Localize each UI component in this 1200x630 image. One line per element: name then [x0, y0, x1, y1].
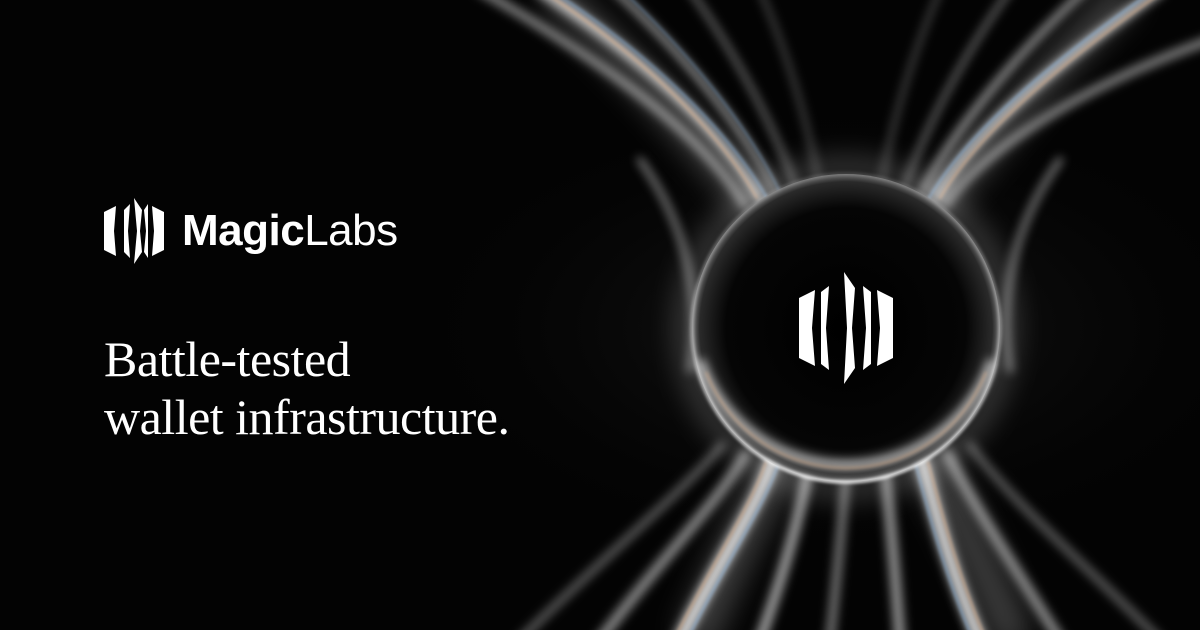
magic-labs-logo-icon	[104, 198, 164, 264]
brand-name-bold: Magic	[182, 206, 305, 255]
brand-lockup: MagicLabs	[104, 198, 398, 264]
headline-line-1: Battle-tested	[104, 331, 351, 387]
brand-name-light: Labs	[304, 206, 398, 255]
headline-line-2: wallet infrastructure.	[104, 389, 510, 445]
headline: Battle-tested wallet infrastructure.	[104, 330, 510, 446]
magic-labs-logo-icon	[799, 272, 893, 384]
brand-name: MagicLabs	[182, 209, 398, 253]
